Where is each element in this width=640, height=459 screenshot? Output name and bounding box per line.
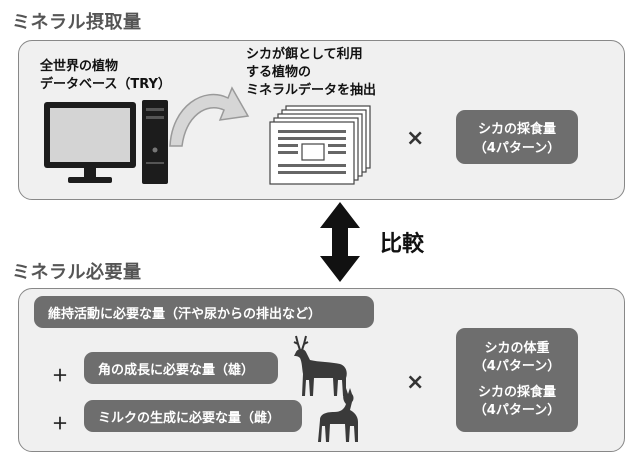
extraction-arrow-icon: [169, 86, 250, 147]
intake-title: ミネラル摂取量: [12, 12, 142, 33]
extraction-label: シカが餌として利用 する植物の ミネラルデータを抽出: [246, 46, 376, 100]
maintenance-box: 維持活動に必要な量（汗や尿からの排出など）: [34, 296, 374, 328]
female-deer-icon: [318, 388, 358, 442]
male-deer-icon: [293, 335, 347, 396]
compare-double-arrow-icon: [320, 202, 360, 282]
intake-feed-amount-line2: （4パターン）: [473, 141, 561, 156]
intake-multiply-sign: ×: [406, 126, 425, 151]
extraction-label-line1: シカが餌として利用: [246, 47, 363, 62]
antler-growth-box: 角の成長に必要な量（雄）: [84, 352, 278, 384]
milk-production-box: ミルクの生成に必要な量（雌）: [84, 400, 302, 432]
plus-sign-antler: ＋: [52, 366, 69, 385]
weight-feed-box: シカの体重 （4パターン） シカの採食量 （4パターン）: [456, 328, 578, 432]
database-label: 全世界の植物 データベース（TRY）: [40, 58, 171, 94]
compare-label: 比較: [380, 232, 425, 257]
deer-feed-line2: （4パターン）: [473, 403, 561, 418]
database-label-line1: 全世界の植物: [40, 59, 119, 74]
extraction-label-line3: ミネラルデータを抽出: [246, 83, 377, 98]
requirement-multiply-sign: ×: [406, 370, 425, 395]
documents-icon: [269, 105, 371, 185]
deer-weight-line2: （4パターン）: [473, 359, 561, 374]
deer-feed-line1: シカの採食量: [477, 385, 556, 400]
deer-weight-line1: シカの体重: [484, 341, 550, 356]
computer-icon: [44, 100, 168, 184]
database-label-line2: データベース（TRY）: [40, 77, 171, 92]
intake-feed-amount-box: シカの採食量 （4パターン）: [456, 110, 578, 164]
extraction-label-line2: する植物の: [246, 65, 312, 80]
intake-feed-amount-line1: シカの採食量: [477, 122, 556, 137]
plus-sign-milk: ＋: [52, 414, 69, 433]
requirement-title: ミネラル必要量: [12, 262, 142, 283]
